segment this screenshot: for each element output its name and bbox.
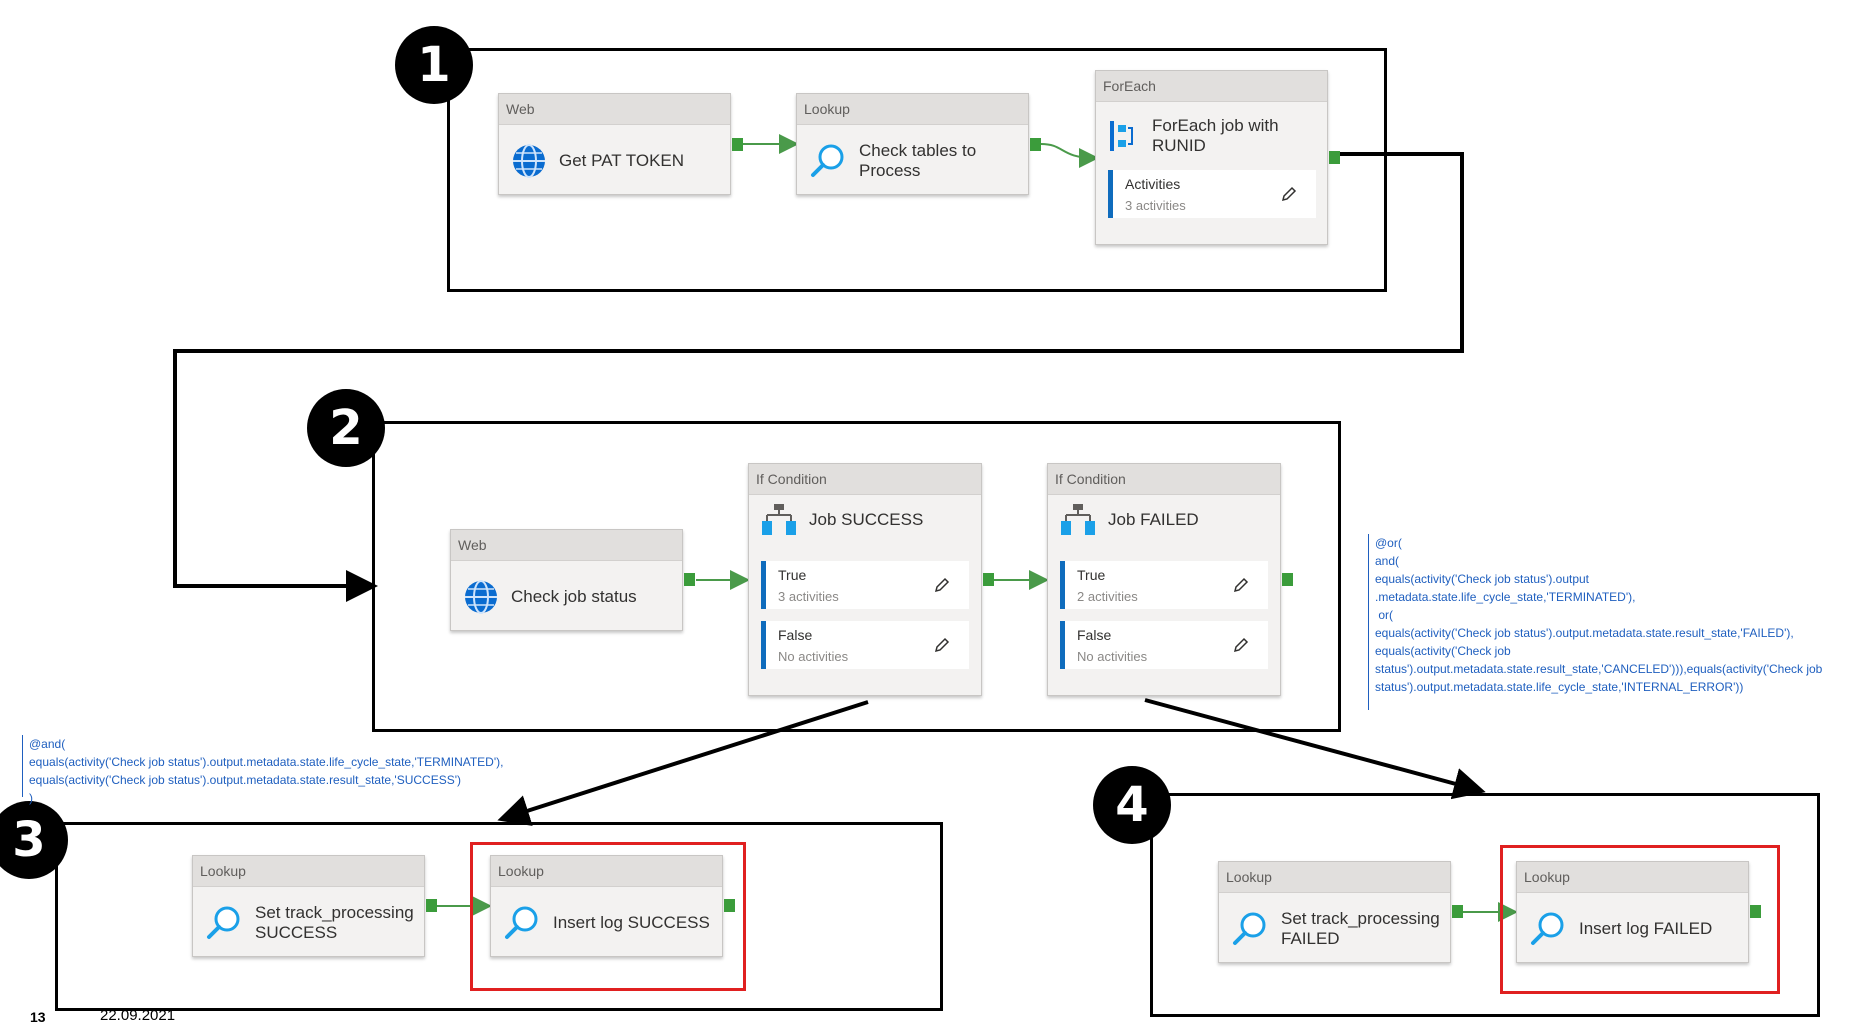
activity-name: Set track_processing FAILED	[1281, 909, 1440, 948]
activity-type-label: Web	[499, 94, 730, 125]
flow-connector-1-2	[173, 152, 1464, 602]
branch-label: False	[778, 627, 813, 643]
success-condition-expression: @and( equals(activity('Check job status'…	[22, 735, 503, 805]
activity-type-label: Lookup	[797, 94, 1028, 125]
section-badge-3: 3	[0, 801, 68, 879]
activity-name: Insert log SUCCESS	[553, 913, 710, 932]
section-badge-2: 2	[307, 389, 385, 467]
output-port[interactable]	[1329, 151, 1340, 164]
branch-count: No activities	[778, 649, 849, 664]
output-port[interactable]	[426, 899, 437, 912]
branch-count: 2 activities	[1077, 589, 1138, 604]
activity-name: Check job status	[511, 587, 637, 606]
pencil-icon[interactable]	[933, 576, 951, 594]
section-frame-2	[372, 421, 1341, 732]
activity-name: ForEach job with RUNID	[1152, 116, 1279, 155]
activity-insert-log-failed[interactable]: Lookup Insert log FAILED	[1516, 861, 1749, 963]
activity-type-label: Lookup	[1219, 862, 1450, 893]
activity-name: Insert log FAILED	[1579, 919, 1713, 938]
activity-type-label: Lookup	[193, 856, 424, 887]
activity-type-label: Lookup	[491, 856, 722, 887]
activity-name: Job SUCCESS	[809, 510, 924, 529]
sub-count: 3 activities	[1125, 198, 1186, 213]
activity-check-tables[interactable]: Lookup Check tables to Process	[796, 93, 1029, 195]
activity-name: Job FAILED	[1108, 510, 1199, 529]
output-port[interactable]	[732, 138, 743, 151]
activity-name: Get PAT TOKEN	[559, 151, 685, 170]
section-badge-4: 4	[1093, 766, 1171, 844]
magnifier-icon	[811, 144, 844, 177]
branch-count: 3 activities	[778, 589, 839, 604]
magnifier-icon	[207, 906, 240, 939]
branch-count: No activities	[1077, 649, 1148, 664]
output-port[interactable]	[1750, 905, 1761, 918]
activity-name: Check tables to Process	[859, 141, 977, 180]
foreach-icon	[1110, 121, 1133, 151]
pencil-icon[interactable]	[933, 636, 951, 654]
sub-label: Activities	[1125, 176, 1181, 192]
activity-get-pat-token[interactable]: Web Get PAT TOKEN	[498, 93, 731, 195]
true-branch-panel[interactable]: True 3 activities	[761, 561, 969, 609]
output-port[interactable]	[684, 573, 695, 586]
output-port[interactable]	[1452, 905, 1463, 918]
if-condition-icon	[762, 504, 796, 535]
footer-date: 22.09.2021	[100, 1007, 176, 1024]
section-frame-4	[1150, 793, 1820, 1017]
false-branch-panel[interactable]: False No activities	[1060, 621, 1268, 669]
pencil-icon[interactable]	[1280, 185, 1298, 203]
section-frame-3	[55, 822, 943, 1011]
activity-set-track-success[interactable]: Lookup Set track_processing SUCCESS	[192, 855, 425, 957]
branch-label: False	[1077, 627, 1112, 643]
activity-check-job-status[interactable]: Web Check job status	[450, 529, 683, 631]
output-port[interactable]	[724, 899, 735, 912]
magnifier-icon	[1531, 912, 1564, 945]
activity-type-label: If Condition	[1048, 464, 1280, 495]
output-port[interactable]	[1030, 138, 1041, 151]
true-branch-panel[interactable]: True 2 activities	[1060, 561, 1268, 609]
highlight-box-success	[470, 842, 746, 991]
branch-label: True	[1077, 567, 1106, 583]
flow-arrow-to-4	[1144, 698, 1486, 800]
failed-condition-expression: @or( and( equals(activity('Check job sta…	[1368, 534, 1822, 710]
false-branch-panel[interactable]: False No activities	[761, 621, 969, 669]
flow-arrow-to-3	[497, 700, 869, 826]
section-frame-1	[447, 48, 1387, 292]
foreach-activities-panel[interactable]: Activities 3 activities	[1108, 170, 1316, 218]
activity-foreach-job[interactable]: ForEach ForEach job with RUNID Activitie…	[1095, 70, 1328, 245]
page-number: 13	[30, 1009, 46, 1025]
globe-icon	[465, 580, 497, 614]
activity-name: Set track_processing SUCCESS	[255, 903, 414, 942]
activity-insert-log-success[interactable]: Lookup Insert log SUCCESS	[490, 855, 723, 957]
output-port[interactable]	[983, 573, 994, 586]
activity-type-label: Web	[451, 530, 682, 561]
link-lookup-foreach	[1040, 143, 1099, 168]
activity-if-job-failed[interactable]: If Condition Job FAILED True 2 activitie…	[1047, 463, 1281, 696]
activity-type-label: Lookup	[1517, 862, 1748, 893]
globe-icon	[513, 144, 545, 178]
activity-set-track-failed[interactable]: Lookup Set track_processing FAILED	[1218, 861, 1451, 963]
pencil-icon[interactable]	[1232, 576, 1250, 594]
activity-type-label: ForEach	[1096, 71, 1327, 102]
activity-type-label: If Condition	[749, 464, 981, 495]
highlight-box-failed	[1500, 845, 1780, 994]
branch-label: True	[778, 567, 807, 583]
if-condition-icon	[1061, 504, 1095, 535]
section-badge-1: 1	[395, 26, 473, 104]
output-port[interactable]	[1282, 573, 1293, 586]
activity-if-job-success[interactable]: If Condition Job SUCCESS True 3 activiti…	[748, 463, 982, 696]
magnifier-icon	[1233, 912, 1266, 945]
pencil-icon[interactable]	[1232, 636, 1250, 654]
magnifier-icon	[505, 906, 538, 939]
